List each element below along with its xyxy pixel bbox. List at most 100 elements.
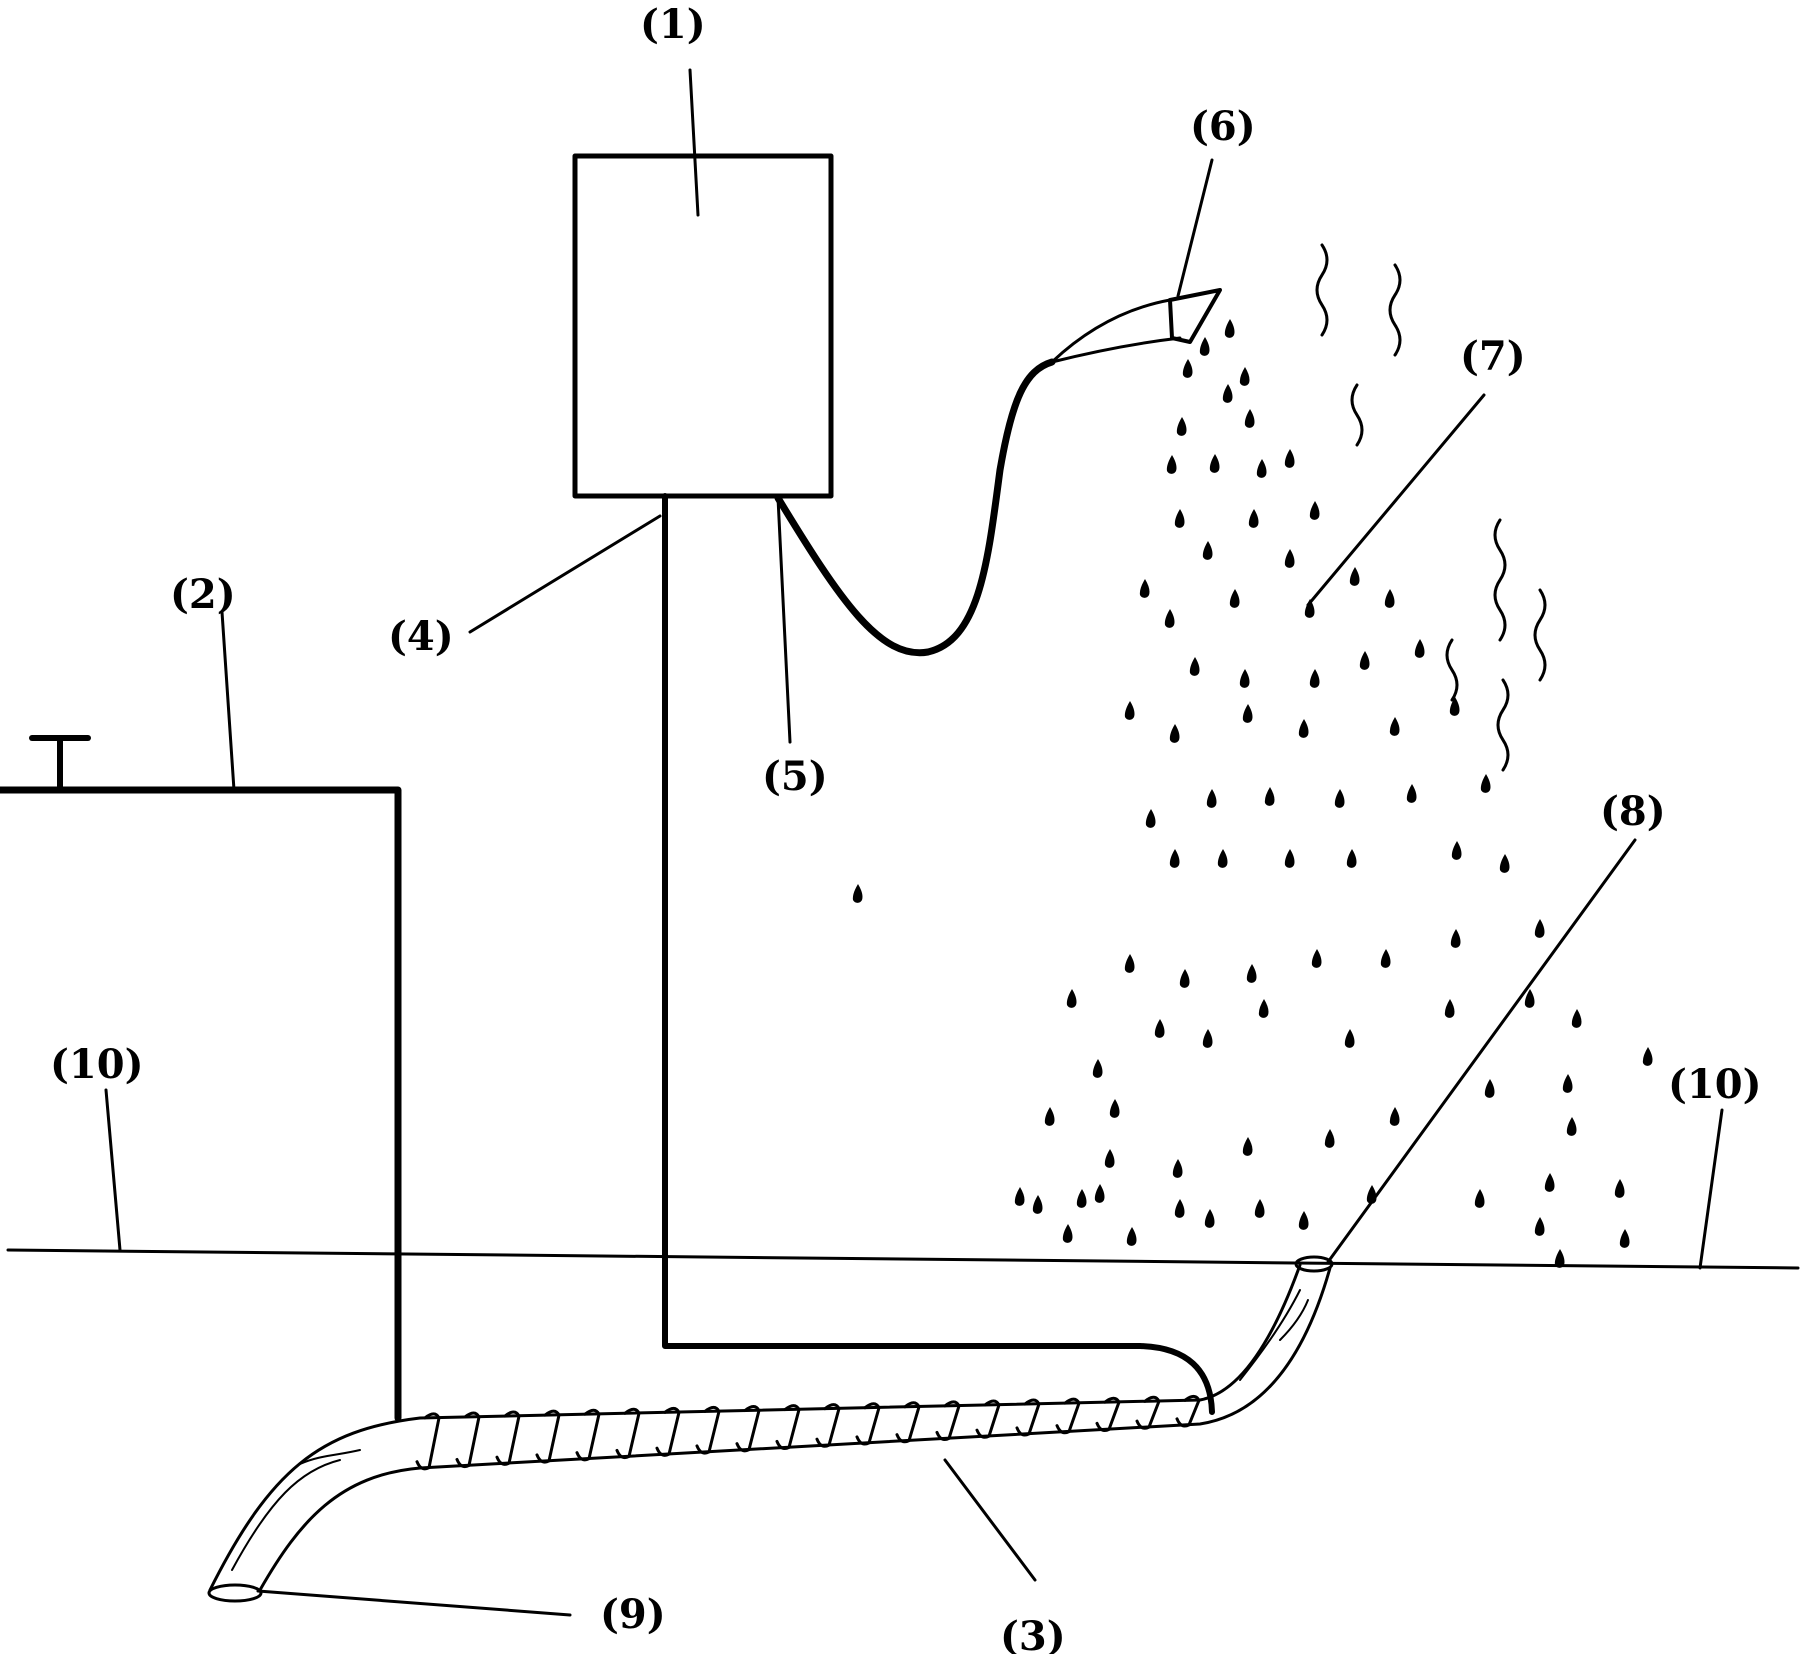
droplet — [1614, 1179, 1625, 1198]
droplet — [1104, 1149, 1115, 1168]
droplet — [1346, 849, 1357, 868]
coil-loop — [695, 1405, 721, 1455]
droplet — [1480, 774, 1491, 793]
droplet — [1014, 1187, 1025, 1206]
coil-loop — [855, 1402, 881, 1446]
droplet — [1484, 1079, 1495, 1098]
droplet — [1246, 964, 1257, 983]
droplet — [1334, 789, 1345, 808]
label-10-right: (10) — [1668, 1061, 1762, 1108]
label-7: (7) — [1460, 333, 1526, 380]
droplet — [1284, 549, 1295, 568]
droplet — [1562, 1074, 1573, 1093]
droplet — [1139, 579, 1150, 598]
droplet — [1209, 454, 1220, 473]
droplet — [1256, 459, 1267, 478]
tube-inlet-opening — [207, 1583, 263, 1603]
droplet — [1239, 367, 1250, 386]
vapor-wisps — [1315, 243, 1547, 772]
droplet — [1444, 999, 1455, 1018]
droplet — [1217, 849, 1228, 868]
coil-loop — [975, 1399, 1001, 1439]
droplet — [1202, 1029, 1213, 1048]
droplet — [1189, 657, 1200, 676]
droplet — [1169, 849, 1180, 868]
hose — [774, 358, 1056, 657]
coil-loop — [815, 1403, 841, 1448]
label-4: (4) — [388, 613, 454, 660]
droplet — [1450, 929, 1461, 948]
droplet — [1284, 849, 1295, 868]
droplet — [1248, 509, 1259, 528]
droplet — [1166, 455, 1177, 474]
coil-loop — [735, 1405, 761, 1453]
droplet — [1359, 651, 1370, 670]
droplet — [1324, 1129, 1335, 1148]
tube-outlet-opening — [1294, 1255, 1334, 1273]
droplet — [1206, 789, 1217, 808]
droplet — [852, 884, 863, 903]
droplet — [1145, 809, 1156, 828]
droplet — [1284, 449, 1295, 468]
droplet — [1534, 919, 1545, 938]
hose-lower-edge — [1050, 336, 1182, 364]
droplet — [1204, 1209, 1215, 1228]
droplet — [1389, 717, 1400, 736]
hose-upper-edge — [1050, 298, 1172, 364]
label-9: (9) — [600, 1591, 666, 1638]
droplet — [1169, 724, 1180, 743]
droplet — [1554, 1249, 1565, 1268]
building — [0, 735, 402, 1422]
coil-loop — [1015, 1398, 1041, 1437]
coil-loop — [1055, 1397, 1081, 1435]
coil-loop — [415, 1412, 441, 1471]
leader-lines — [104, 68, 1724, 1617]
ground-line — [6, 1248, 1800, 1270]
spray-droplets — [852, 319, 1653, 1268]
droplet — [1032, 1195, 1043, 1214]
droplet — [1044, 1107, 1055, 1126]
droplet — [1571, 1009, 1582, 1028]
droplet — [1174, 509, 1185, 528]
label-6: (6) — [1190, 103, 1256, 150]
label-3: (3) — [1000, 1613, 1066, 1654]
droplet — [1389, 1107, 1400, 1126]
droplet — [1384, 589, 1395, 608]
droplet — [1126, 1227, 1137, 1246]
coil-loop — [1135, 1395, 1161, 1430]
droplet — [1224, 319, 1235, 338]
droplet — [1124, 954, 1135, 973]
droplet — [1244, 409, 1255, 428]
coil-loop — [895, 1401, 921, 1444]
nozzle — [1168, 288, 1222, 344]
box-unit — [572, 153, 834, 499]
droplet — [1344, 1029, 1355, 1048]
droplet — [1619, 1229, 1630, 1248]
droplet — [1242, 704, 1253, 723]
droplet — [1199, 337, 1210, 356]
droplet — [1094, 1184, 1105, 1203]
droplet — [1076, 1189, 1087, 1208]
droplet — [1164, 609, 1175, 628]
droplet — [1642, 1047, 1653, 1066]
droplet — [1239, 669, 1250, 688]
droplet — [1182, 359, 1193, 378]
coil-loop — [935, 1400, 961, 1442]
droplet — [1449, 697, 1460, 716]
droplet — [1566, 1117, 1577, 1136]
droplet — [1062, 1224, 1073, 1243]
coil-loop — [535, 1409, 561, 1464]
droplet — [1242, 1137, 1253, 1156]
label-5: (5) — [762, 753, 828, 800]
droplet — [1179, 969, 1190, 988]
coil-loop — [455, 1411, 481, 1469]
droplet — [1124, 701, 1135, 720]
droplet — [1304, 599, 1315, 618]
droplet — [1499, 854, 1510, 873]
label-1: (1) — [640, 1, 706, 48]
droplet — [1544, 1173, 1555, 1192]
droplet — [1254, 1199, 1265, 1218]
underground-tube — [207, 1255, 1334, 1603]
droplet — [1309, 501, 1320, 520]
